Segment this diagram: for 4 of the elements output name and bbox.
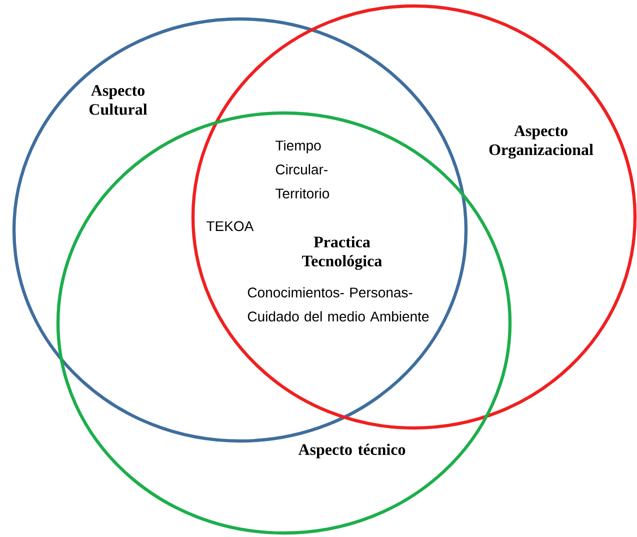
- label: Tiempo Circular- Territorio: [276, 140, 330, 198]
- label: Practica Tecnológica: [302, 236, 382, 270]
- label: TEKOA: [206, 221, 254, 232]
- label: Conocimientos- Personas- Cuidado del medio Ambiente: [248, 287, 429, 322]
